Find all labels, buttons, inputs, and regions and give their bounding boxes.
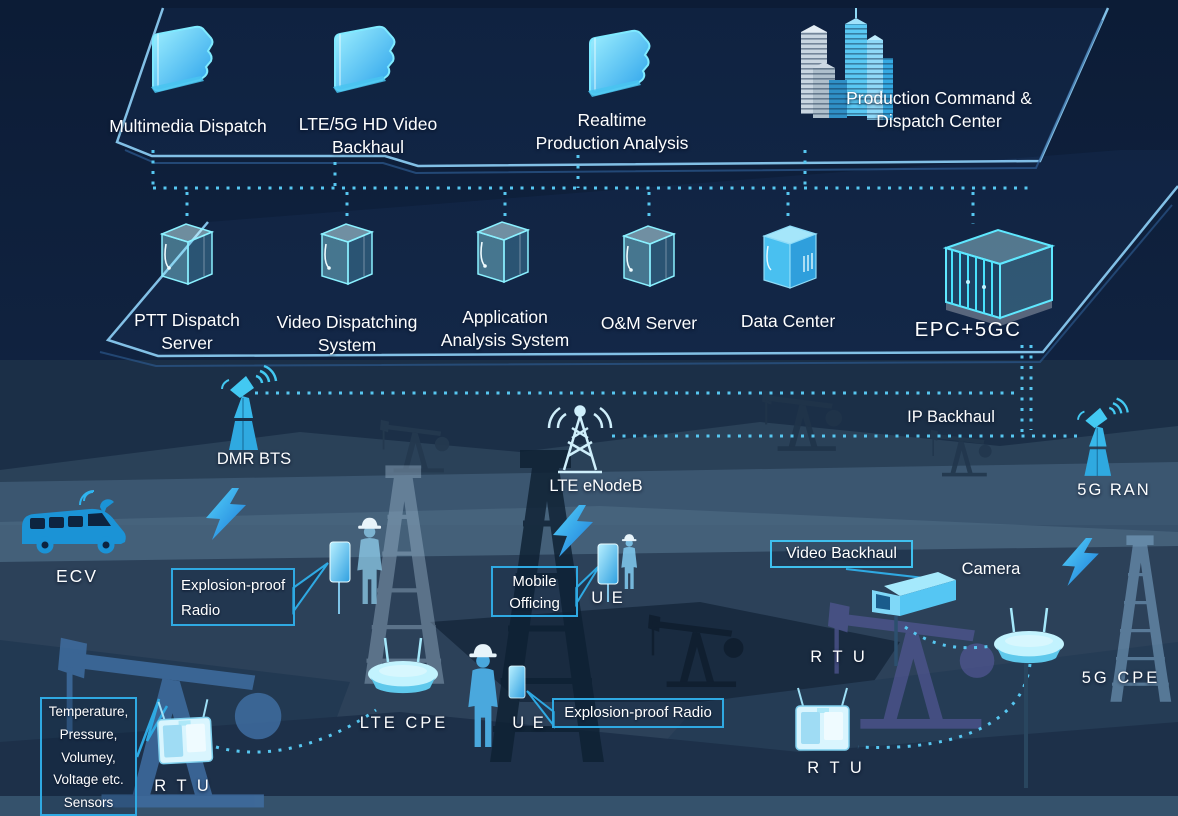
label-rtu-left: R T U [154, 777, 212, 795]
label-lte-enodeb: LTE eNodeB [549, 477, 643, 495]
label-5g-ran: 5G RAN [1077, 481, 1151, 499]
label-application-analysis-system: Application Analysis System [440, 307, 570, 350]
label-ip-backhaul: IP Backhaul [907, 408, 995, 426]
data-center-icon [762, 225, 818, 289]
callout-video-backhaul: Video Backhaul [770, 540, 913, 568]
label-rtu-right: R T U [807, 759, 865, 777]
label-rtu-camera: R T U [810, 648, 868, 666]
label-ecv: ECV [56, 566, 98, 586]
label-video-dispatching-system: Video Dispatching System [276, 312, 418, 355]
callout-explosion-proof-radio-left: Explosion-proof Radio [171, 568, 295, 626]
label-ptt-dispatch-server: PTT Dispatch Server [134, 310, 240, 353]
label-dmr-bts: DMR BTS [216, 450, 292, 468]
epc-5gc-core-icon [942, 228, 1056, 326]
label-ue-bottom: U E [512, 714, 546, 732]
label-data-center: Data Center [740, 311, 836, 331]
label-camera: Camera [961, 560, 1021, 578]
label-realtime-production-analysis: Realtime Production Analysis [535, 110, 689, 153]
label-epc-5gc: EPC+5GC [914, 318, 1022, 341]
lte-enodeb-tower-icon [547, 405, 613, 474]
callout-sensors: Temperature, Pressure, Volumey, Voltage … [40, 697, 137, 816]
ue-device-icon-mid [597, 543, 619, 585]
camera-icon [872, 572, 956, 666]
video-server-icon [321, 223, 373, 285]
om-server-icon [623, 225, 675, 287]
command-center-building-icon [801, 8, 893, 120]
label-om-server: O&M Server [600, 313, 698, 333]
callout-explosion-proof-radio-bottom: Explosion-proof Radio [552, 698, 724, 728]
application-server-icon [477, 221, 529, 283]
callout-mobile-officing: Mobile Officing [491, 566, 578, 617]
label-video-backhaul-app: LTE/5G HD Video Backhaul [298, 114, 438, 157]
ue-device-icon-bottom [508, 665, 526, 699]
label-production-command-center: Production Command & Dispatch Center [846, 88, 1032, 131]
dotted-network-links [151, 150, 1082, 754]
label-ue-mid: U E [591, 589, 625, 607]
ecv-van-icon [22, 490, 126, 554]
label-lte-cpe: LTE CPE [359, 714, 449, 732]
ptt-server-icon [161, 223, 213, 285]
label-5g-cpe: 5G CPE [1081, 669, 1161, 687]
label-multimedia-dispatch: Multimedia Dispatch [109, 116, 267, 136]
explosion-proof-radio-device-icon [329, 541, 351, 583]
